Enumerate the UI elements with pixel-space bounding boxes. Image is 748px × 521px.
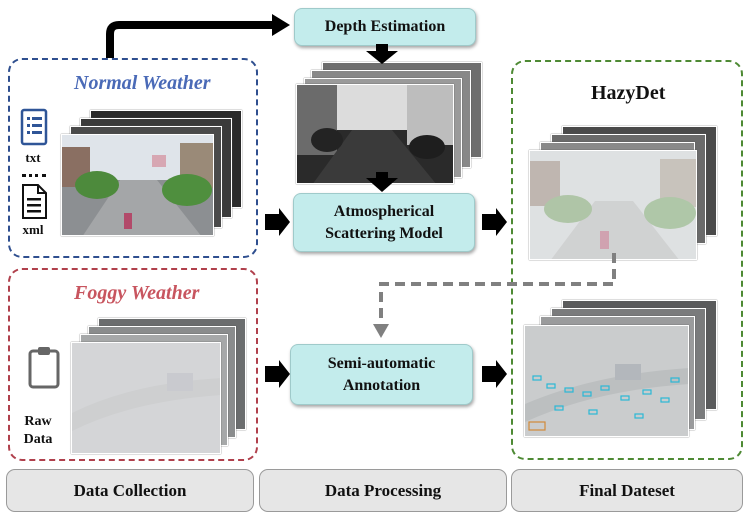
foggy-weather-title: Foggy Weather (74, 282, 200, 304)
xml-label: xml (22, 222, 44, 237)
atmospheric-scattering-box: Atmospherical Scattering Model (293, 193, 475, 252)
footer-final-dataset-label: Final Dateset (579, 480, 675, 500)
footer-final-dataset: Final Dateset (511, 469, 743, 512)
atmospheric-label-1: Atmospherical (333, 202, 435, 220)
data-label: Data (23, 432, 53, 447)
foggy-weather-group (8, 268, 258, 461)
annotated-aerial-image (525, 326, 688, 436)
footer-data-processing-label: Data Processing (324, 480, 442, 500)
semi-auto-label-2: Annotation (342, 376, 421, 394)
normal-weather-group (8, 58, 258, 258)
depth-estimation-box: Depth Estimation (294, 8, 476, 46)
depth-estimation-label: Depth Estimation (324, 18, 446, 35)
depth-map-image (297, 85, 453, 183)
semi-automatic-box: Semi-automatic Annotation (290, 344, 473, 405)
hazy-street-image (530, 151, 696, 259)
semi-auto-label-1: Semi-automatic (327, 354, 436, 372)
footer-data-collection-label: Data Collection (73, 480, 187, 500)
xml-file-icon (22, 184, 47, 219)
footer-data-processing: Data Processing (259, 469, 507, 512)
foggy-aerial-image (72, 343, 220, 453)
footer-data-collection: Data Collection (6, 469, 254, 512)
separator-dots (22, 174, 46, 177)
atmospheric-label-2: Scattering Model (325, 224, 443, 242)
clipboard-icon (28, 347, 60, 389)
final-dataset-group (511, 60, 743, 460)
normal-street-image (62, 135, 213, 235)
txt-file-icon (20, 108, 48, 146)
raw-label: Raw (24, 414, 52, 429)
hazydet-title: HazyDet (591, 82, 666, 104)
arrow-to-depth (272, 14, 290, 36)
normal-weather-title: Normal Weather (74, 72, 211, 94)
txt-label: txt (25, 150, 41, 165)
